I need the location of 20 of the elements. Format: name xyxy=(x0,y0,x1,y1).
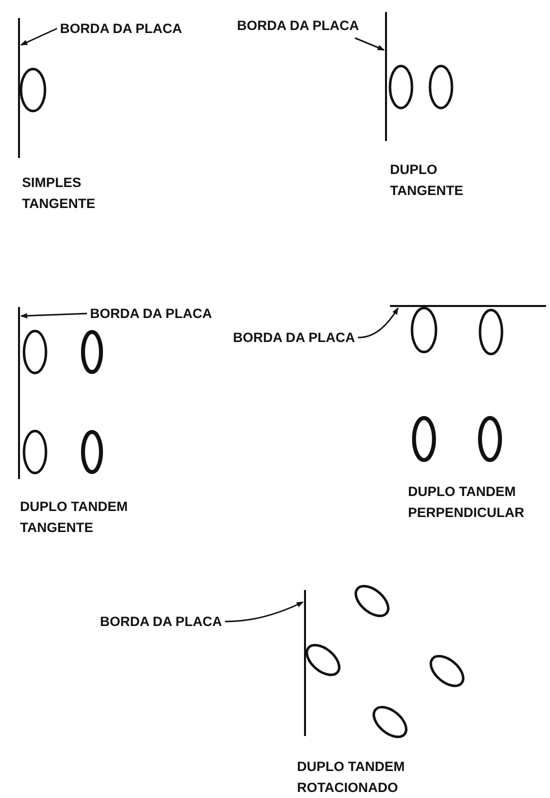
callout-label: BORDA DA PLACA xyxy=(233,327,355,348)
configuration-caption: DUPLO TANDEM ROTACIONADO xyxy=(297,758,406,797)
plate-edge-line xyxy=(304,590,306,736)
configuration-caption: DUPLO TANDEM TANGENTE xyxy=(20,498,129,537)
plate-edge-line xyxy=(18,307,20,479)
callout-label: BORDA DA PLACA xyxy=(237,15,359,36)
plate-edge-line xyxy=(18,18,20,158)
configuration-caption: DUPLO TANGENTE xyxy=(390,161,464,200)
plate-edge-line xyxy=(385,12,387,141)
plate-edge-line xyxy=(390,305,546,307)
configuration-caption: SIMPLES TANGENTE xyxy=(22,174,96,213)
leader-line xyxy=(358,307,399,338)
leader-line xyxy=(225,601,304,622)
configuration-caption: DUPLO TANDEM PERPENDICULAR xyxy=(408,483,526,522)
callout-label: BORDA DA PLACA xyxy=(90,303,212,324)
callout-label: BORDA DA PLACA xyxy=(100,611,222,632)
leader-line xyxy=(354,37,385,51)
leader-line xyxy=(20,312,88,319)
callout-label: BORDA DA PLACA xyxy=(60,18,182,39)
leader-line xyxy=(20,28,58,46)
